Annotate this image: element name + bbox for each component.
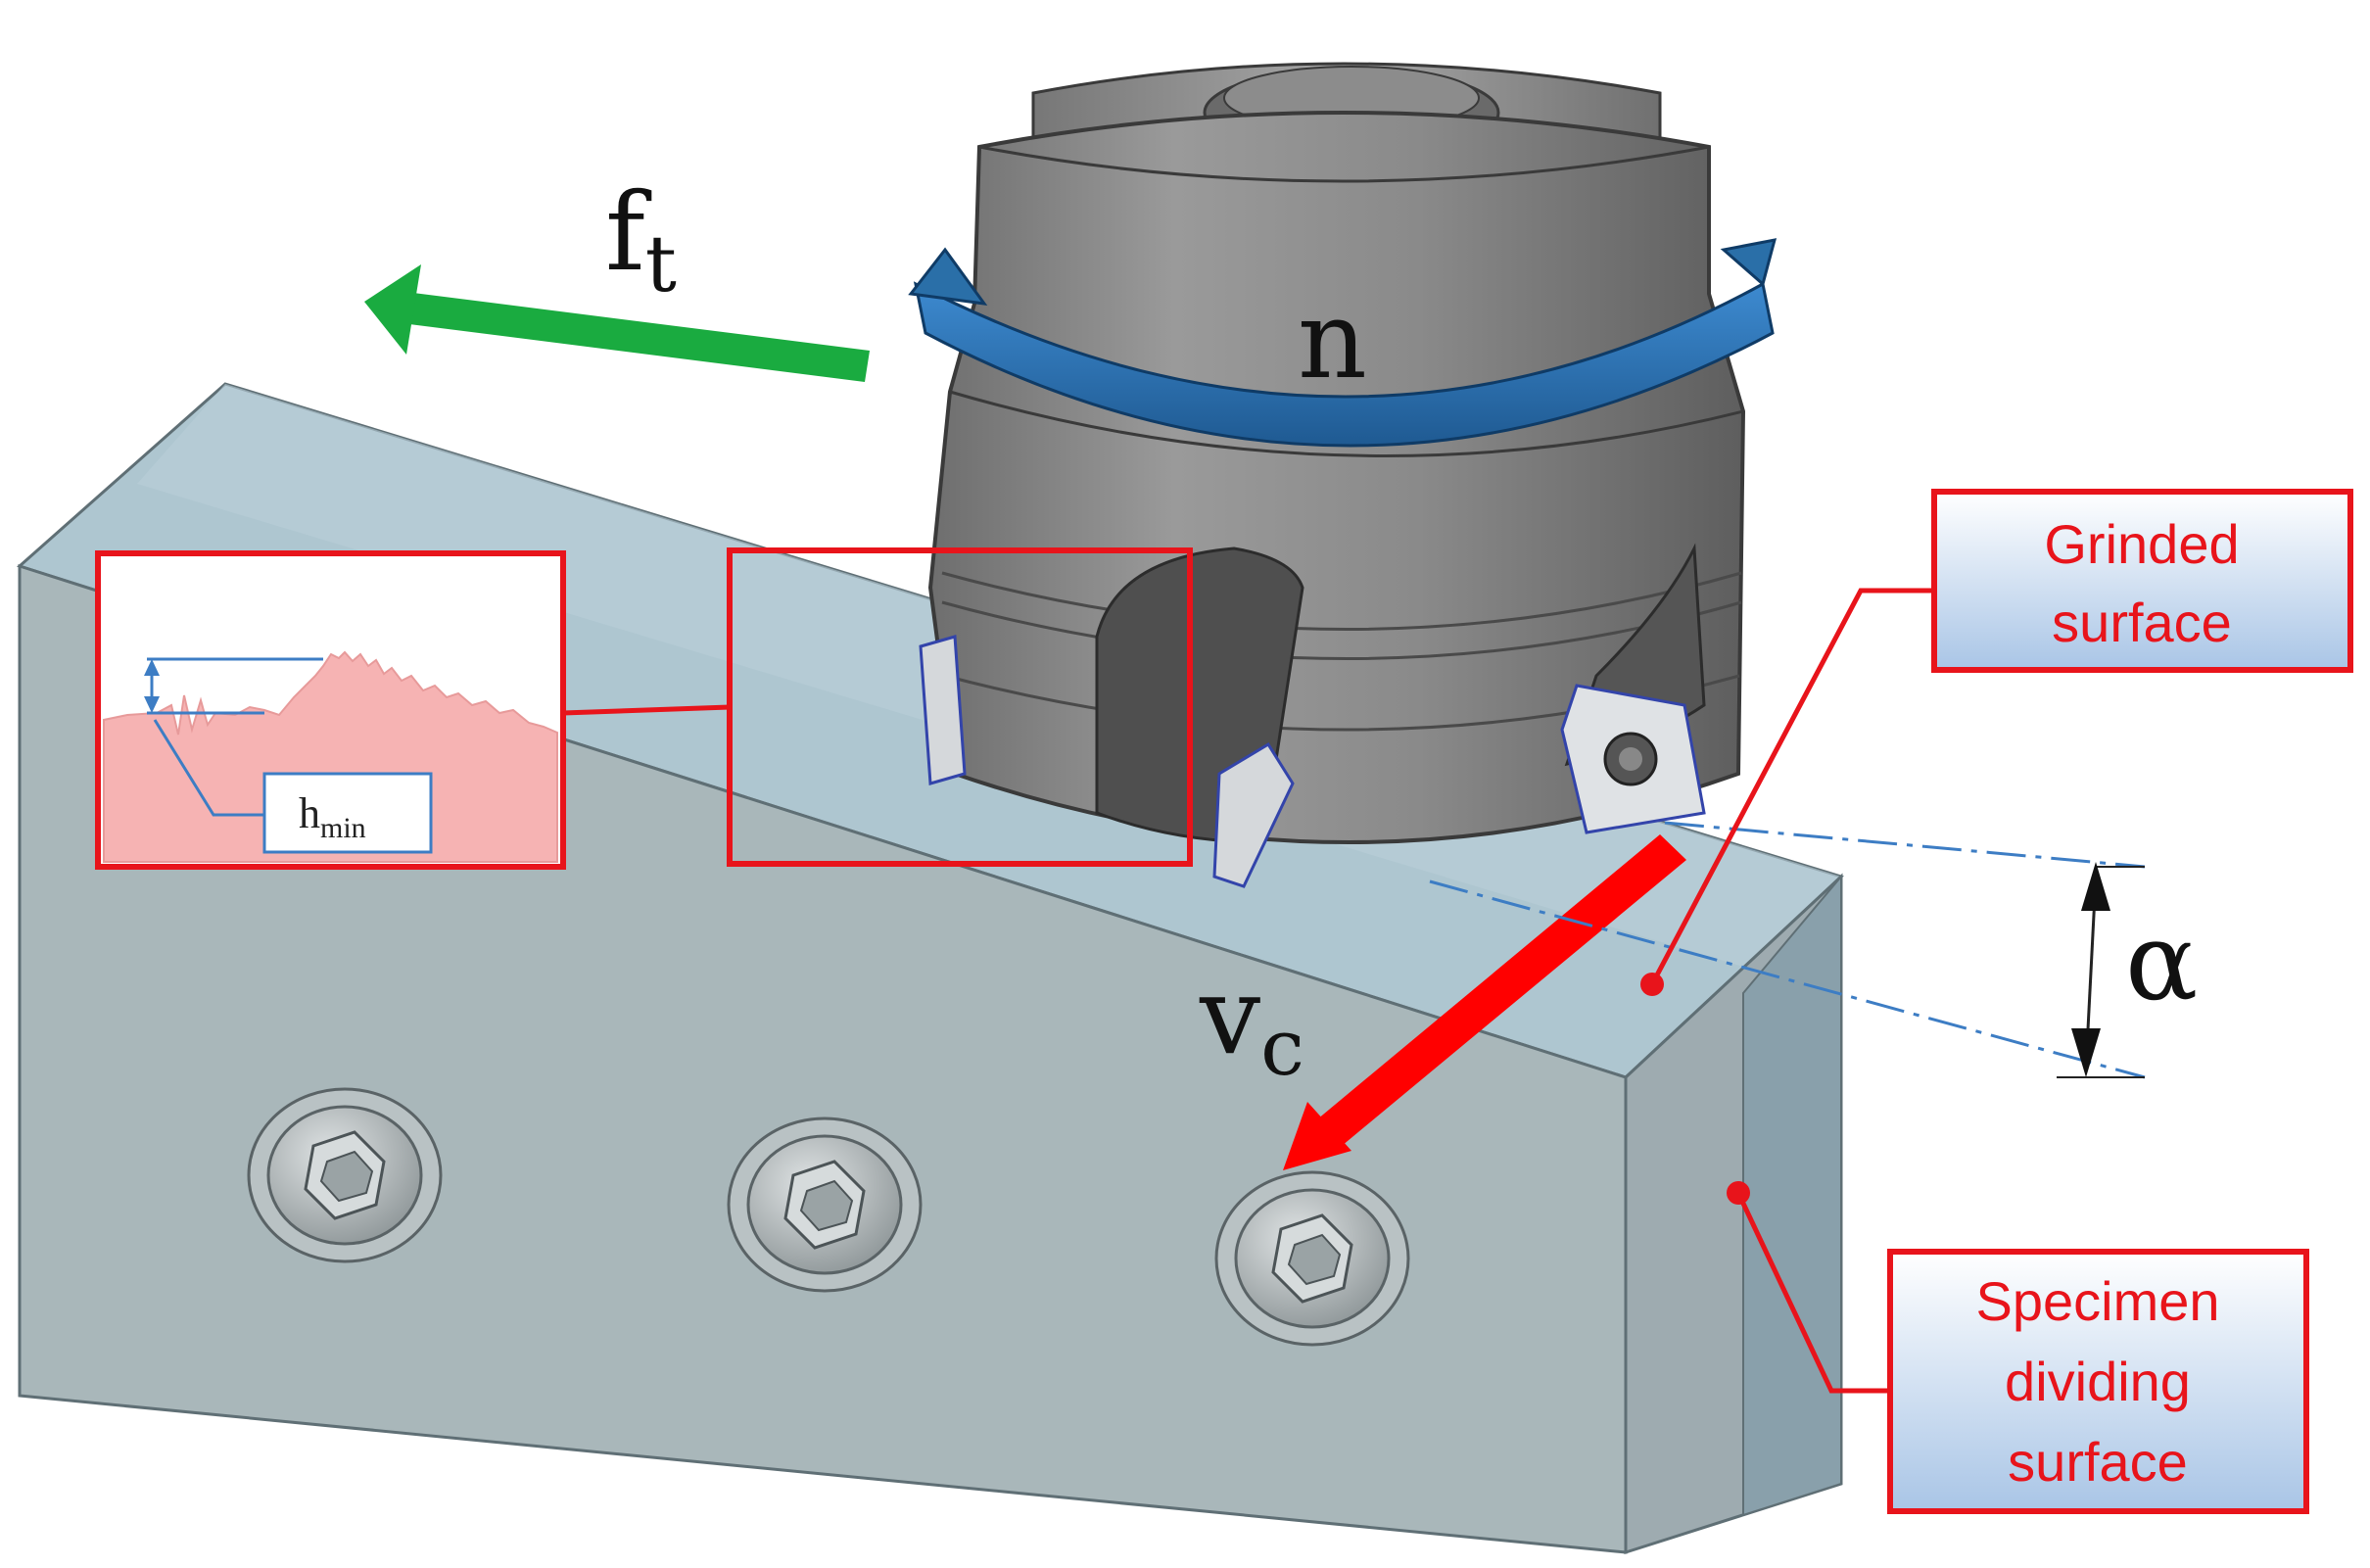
- rotation-arrow: [908, 238, 1778, 448]
- cutting-insert: [919, 635, 967, 785]
- surface-profile-inset: hmin: [95, 550, 566, 870]
- detail-connector: [562, 704, 731, 716]
- callout-dividing-line3: surface: [2008, 1431, 2188, 1493]
- callout-dividing-line2: dividing: [2005, 1351, 2191, 1412]
- hmin-label-box: [262, 772, 433, 854]
- hmin-label: hmin: [299, 789, 366, 844]
- callout-specimen-dividing-surface: Specimen dividing surface: [1727, 1181, 2309, 1514]
- callout-grinded-line2: surface: [2052, 592, 2232, 653]
- feed-label: ft: [605, 169, 677, 309]
- cutting-insert: [1212, 741, 1295, 888]
- hex-socket-screw-icon: [247, 1087, 443, 1263]
- hex-socket-screw-icon: [1214, 1170, 1410, 1347]
- angle-label: α: [2125, 899, 2198, 1024]
- callout-dividing-line1: Specimen: [1975, 1270, 2219, 1332]
- rotation-speed-label: n: [1298, 277, 1367, 403]
- screws: [247, 1087, 1410, 1347]
- insert-screw-icon: [1560, 684, 1706, 834]
- callout-grinded-surface: Grinded surface: [1640, 489, 2353, 996]
- milling-cutter: [919, 62, 1746, 888]
- hex-socket-screw-icon: [727, 1117, 923, 1293]
- angle-dimension: [1429, 821, 2146, 1079]
- feed-arrow: [364, 264, 870, 382]
- cutting-speed-arrow: [1283, 834, 1686, 1170]
- surface-profile-plot: [103, 650, 558, 863]
- callout-grinded-line1: Grinded: [2044, 513, 2239, 575]
- cutting-speed-label: vc: [1199, 953, 1304, 1093]
